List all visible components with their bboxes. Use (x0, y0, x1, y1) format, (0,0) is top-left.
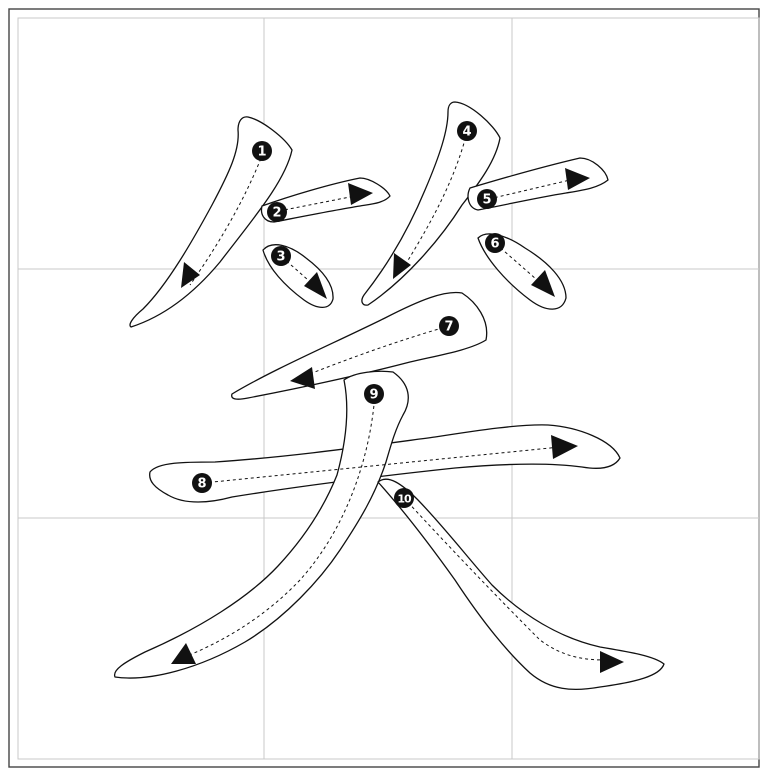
stroke-6-number: 6 (490, 237, 499, 252)
stroke-4-badge: 4 (457, 121, 477, 141)
stroke-2-number: 2 (272, 206, 281, 221)
stroke-4-number: 4 (462, 125, 471, 140)
stroke-2-badge: 2 (267, 202, 287, 222)
stroke-5-number: 5 (482, 193, 491, 208)
stroke-6-badge: 6 (485, 233, 505, 253)
stroke-9-badge: 9 (364, 384, 384, 404)
stroke-9-number: 9 (369, 388, 378, 403)
stroke-7-number: 7 (444, 320, 453, 335)
stroke-1-number: 1 (257, 145, 266, 160)
stroke-7-badge: 7 (439, 316, 459, 336)
stroke-10-badge: 10 (394, 488, 414, 508)
stroke-8-badge: 8 (192, 473, 212, 493)
stroke-8-number: 8 (197, 477, 206, 492)
stroke-3-number: 3 (276, 250, 285, 265)
stroke-5-badge: 5 (477, 189, 497, 209)
stroke-1-badge: 1 (252, 141, 272, 161)
stroke-10-number: 10 (397, 493, 412, 506)
stroke-3-badge: 3 (271, 246, 291, 266)
